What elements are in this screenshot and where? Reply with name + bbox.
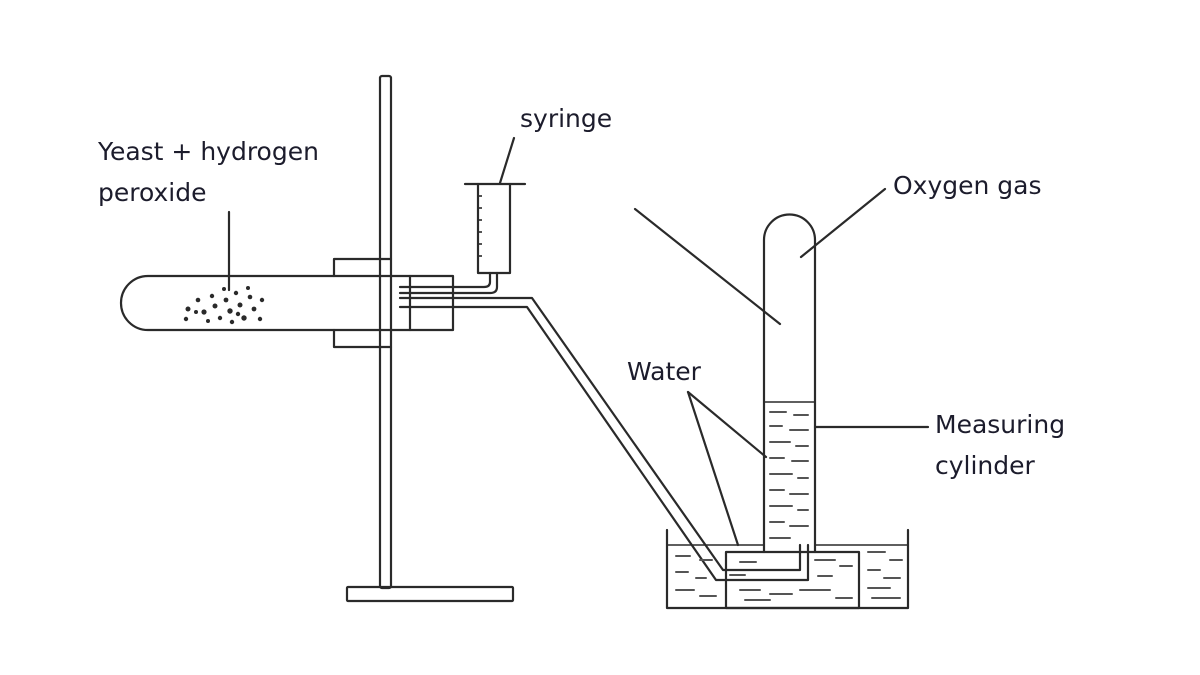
clamp bbox=[332, 257, 393, 349]
label-reactants-line1: Yeast + hydrogen bbox=[97, 137, 319, 166]
oxygen-pointer bbox=[799, 187, 887, 259]
water-pointer-trough bbox=[686, 390, 740, 547]
water-trough bbox=[665, 528, 910, 610]
syringe bbox=[398, 182, 527, 295]
boiling-tube bbox=[119, 274, 412, 332]
label-water: Water bbox=[627, 357, 702, 386]
stand-base bbox=[345, 585, 515, 603]
label-measuring-cylinder-line1: Measuring bbox=[935, 410, 1065, 439]
syringe-pointer bbox=[498, 136, 516, 185]
label-reactants-line2: peroxide bbox=[98, 178, 207, 207]
beehive-shelf bbox=[724, 550, 861, 610]
leader-lines bbox=[227, 136, 930, 547]
label-oxygen-gas: Oxygen gas bbox=[893, 171, 1042, 200]
label-syringe: syringe bbox=[520, 104, 612, 133]
rubber-stopper bbox=[408, 274, 455, 332]
delivery-tube bbox=[398, 296, 810, 582]
stray-line bbox=[633, 207, 782, 326]
yeast-particles bbox=[183, 286, 265, 325]
stand-rod bbox=[378, 74, 393, 590]
water-pointer-cylinder bbox=[686, 390, 768, 459]
measuring-cylinder bbox=[762, 213, 817, 554]
label-measuring-cylinder-line2: cylinder bbox=[935, 451, 1036, 480]
retort-stand bbox=[345, 74, 515, 603]
